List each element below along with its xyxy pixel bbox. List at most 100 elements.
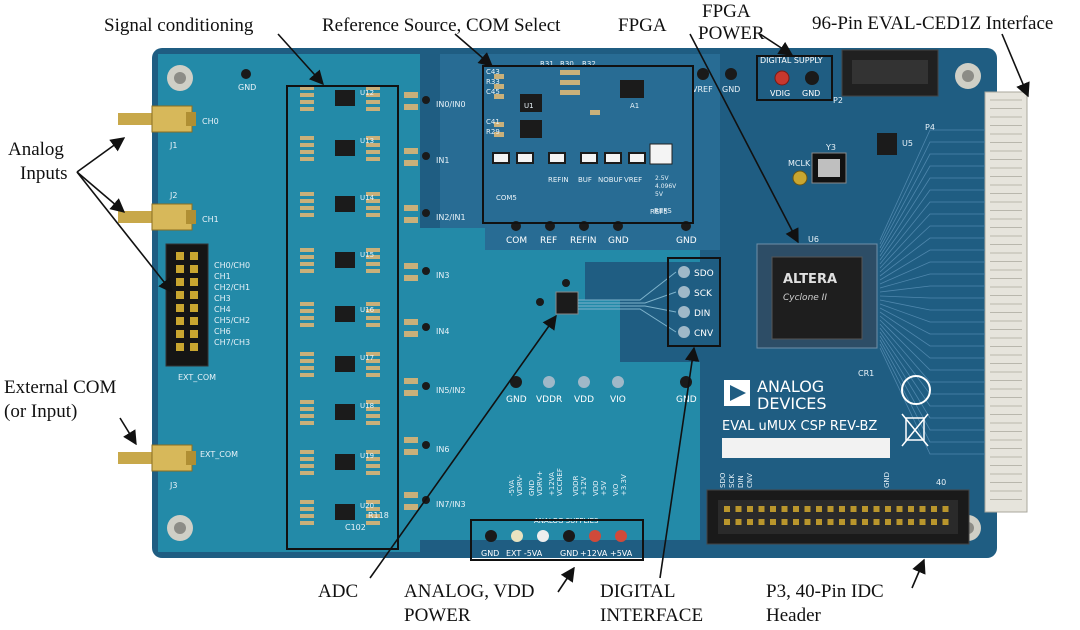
header-pin-grid <box>176 252 198 351</box>
vref-label: VREF <box>692 85 713 94</box>
opamp-chip <box>335 252 355 268</box>
sma-j1 <box>118 105 196 133</box>
callout-external-com-line1: External COM <box>4 377 117 398</box>
jumper-cap <box>582 154 596 162</box>
trace <box>879 347 985 455</box>
callout-analog-power-line2: POWER <box>404 605 471 626</box>
header-pin <box>190 343 198 351</box>
resistor <box>366 199 380 203</box>
ref-jumper-labels: COM5 REFIN BUF NOBUF VREF REF5 <box>496 176 668 216</box>
fpga-chip <box>771 256 863 340</box>
resistor <box>300 206 314 210</box>
u-labels: U12 U13 U14 U15 U16 U17 U18 U19 U20 <box>360 89 375 510</box>
resistor <box>366 400 380 404</box>
ref-part-label: REFS <box>654 207 672 215</box>
header-pin <box>190 252 198 260</box>
annotation-boxes <box>286 55 833 561</box>
resistor <box>366 86 380 90</box>
reference-part-labels: C43 R33 C45 C41 R29 U1 A1 R31 R30 R32 RE… <box>486 60 677 215</box>
resistor <box>300 86 314 90</box>
resistor <box>366 366 380 370</box>
sma-j3 <box>118 444 196 472</box>
rail-label: VDD <box>592 480 600 496</box>
input-testpoint <box>422 209 430 217</box>
arrow-analog-ch0 <box>76 137 126 173</box>
resistor <box>366 262 380 266</box>
ref-part-label: C45 <box>486 88 500 96</box>
callout-fpga-power-line1: FPGA <box>702 1 751 22</box>
ch0-label: CH0 <box>202 117 219 126</box>
callout-idc-header-line1: P3, 40-Pin IDC <box>766 581 884 602</box>
adc-via <box>562 279 570 287</box>
c102-label: C102 <box>345 523 366 532</box>
ref-part-label: R30 <box>560 60 574 68</box>
p3-pin <box>735 506 742 512</box>
callout-adc: ADC <box>318 581 359 602</box>
p3-pin <box>862 506 868 512</box>
p3-pin <box>758 506 765 512</box>
cr1-label: CR1 <box>858 369 874 378</box>
u6-label: U6 <box>808 235 819 244</box>
trace <box>879 299 985 311</box>
ref-part-label: 4.096V <box>655 183 677 190</box>
resistor <box>300 514 314 518</box>
u-label: U14 <box>360 194 375 202</box>
resistor <box>300 421 314 425</box>
header-pin-label: CH5/CH2 <box>214 316 250 325</box>
ref-part-label: 5V <box>655 191 664 198</box>
jumper-cap <box>606 154 620 162</box>
header-pin <box>176 330 184 338</box>
rail-label: VDRV- <box>516 474 524 496</box>
ch1-label: CH1 <box>202 215 219 224</box>
p3-pin <box>862 519 868 525</box>
trace <box>879 311 985 347</box>
resistor <box>300 471 314 475</box>
resistor <box>300 309 314 313</box>
trace <box>879 343 985 443</box>
gnd-digital-label: GND <box>802 89 820 98</box>
p3-pin <box>839 519 845 525</box>
gnd-testpoint <box>241 69 251 79</box>
jumper-cap <box>494 154 508 162</box>
opamp-chip <box>335 356 355 372</box>
y3-label: Y3 <box>825 143 836 152</box>
header-pin <box>190 330 198 338</box>
p3-pin <box>781 506 788 512</box>
capacitor <box>404 331 418 337</box>
resistor <box>404 205 418 211</box>
board-label-blank <box>722 438 890 458</box>
digital-supply-title: DIGITAL SUPPLY <box>760 56 823 65</box>
header-pin <box>190 317 198 325</box>
callout-idc-header-line2: Header <box>766 605 821 626</box>
resistor <box>300 507 314 511</box>
vdig-testpoint <box>774 70 790 86</box>
resistor <box>300 400 314 404</box>
resistor <box>366 500 380 504</box>
p3-pin-label: DIN <box>737 475 745 488</box>
resistor <box>366 192 380 196</box>
resistor <box>300 464 314 468</box>
resistor <box>404 148 418 154</box>
resistor <box>300 213 314 217</box>
jumper-cap <box>518 154 532 162</box>
ref-jumper-label: BUF <box>578 176 592 184</box>
r118-label: R118 <box>368 511 389 520</box>
digital-signal-label: CNV <box>694 329 714 339</box>
arrow-signal-conditioning <box>277 33 324 86</box>
rail-labels: -5VA VDRV- GND VDRV+ +12VA VCCREF VDDR +… <box>508 468 628 496</box>
arrow-analog-header <box>76 171 173 294</box>
u-label: U18 <box>360 402 374 410</box>
resistor <box>366 143 380 147</box>
callout-fpga: FPGA <box>618 15 667 36</box>
analog-supply-label: GND <box>560 549 578 558</box>
resistor <box>366 323 380 327</box>
callout-analog-power-line1: ANALOG, VDD <box>404 581 535 602</box>
p3-pin <box>908 519 914 525</box>
opamp-chip <box>335 196 355 212</box>
header-pin-label: CH3 <box>214 294 231 303</box>
rail-label: -5VA <box>508 480 516 496</box>
adi-logo-triangle <box>730 385 746 401</box>
callout-external-com-line2: (or Input) <box>4 401 78 422</box>
trace <box>879 201 985 265</box>
